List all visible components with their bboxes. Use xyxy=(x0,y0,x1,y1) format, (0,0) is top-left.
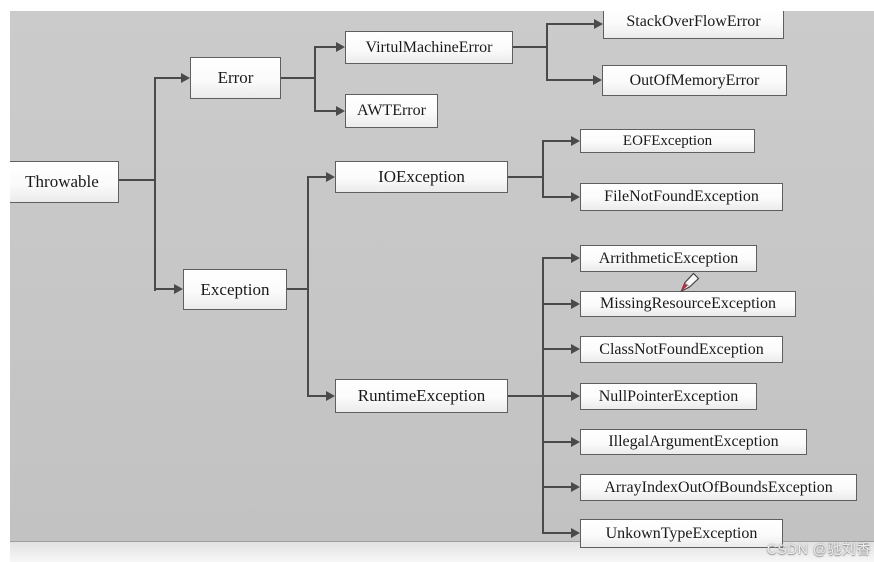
node-error: Error xyxy=(190,57,281,99)
arrowhead xyxy=(336,42,345,52)
connector-line xyxy=(156,77,181,79)
connector-line xyxy=(544,441,571,443)
arrowhead xyxy=(594,19,603,29)
node-exception: Exception xyxy=(183,269,287,310)
top-white-band xyxy=(0,0,874,11)
connector-line xyxy=(546,23,548,81)
connector-line xyxy=(316,46,336,48)
arrowhead xyxy=(326,172,335,182)
connector-line xyxy=(309,395,326,397)
arrowhead xyxy=(174,284,183,294)
node-awt-error: AWTError xyxy=(345,94,438,128)
arrowhead xyxy=(571,136,580,146)
connector-line xyxy=(508,176,544,178)
connector-line xyxy=(156,288,174,290)
arrowhead xyxy=(326,391,335,401)
node-arrithmetic-exception: ArrithmeticException xyxy=(580,245,757,272)
connector-line xyxy=(544,395,571,397)
node-virtul-machine-error: VirtulMachineError xyxy=(345,31,513,64)
connector-line xyxy=(544,303,571,305)
node-file-not-found-exception: FileNotFoundException xyxy=(580,183,783,211)
arrowhead xyxy=(571,253,580,263)
arrowhead xyxy=(593,75,602,85)
connector-line xyxy=(309,176,326,178)
connector-line xyxy=(154,77,156,291)
connector-line xyxy=(542,257,544,534)
connector-line xyxy=(314,46,316,112)
connector-line xyxy=(542,140,544,198)
connector-line xyxy=(508,395,544,397)
arrowhead xyxy=(571,299,580,309)
node-illegal-argument-exception: IllegalArgumentException xyxy=(580,429,807,455)
node-eof-exception: EOFException xyxy=(580,129,755,153)
connector-line xyxy=(307,176,309,397)
left-white-band xyxy=(0,0,10,562)
node-class-not-found-exception: ClassNotFoundException xyxy=(580,336,783,363)
connector-line xyxy=(316,110,336,112)
arrowhead xyxy=(181,73,190,83)
connector-line xyxy=(513,46,547,48)
node-runtime-exception: RuntimeException xyxy=(335,379,508,413)
connector-line xyxy=(544,257,571,259)
arrowhead xyxy=(571,344,580,354)
arrowhead xyxy=(571,192,580,202)
connector-line xyxy=(548,23,594,25)
node-null-pointer-exception: NullPointerException xyxy=(580,383,757,410)
connector-line xyxy=(544,196,571,198)
arrowhead xyxy=(571,528,580,538)
connector-line xyxy=(544,532,571,534)
connector-line xyxy=(281,77,315,79)
node-out-of-memory-error: OutOfMemoryError xyxy=(602,65,787,96)
node-unkown-type-exception: UnkownTypeException xyxy=(580,519,783,548)
connector-line xyxy=(544,140,571,142)
connector-line xyxy=(119,179,155,181)
node-throwable: Throwable xyxy=(5,161,119,203)
connector-line xyxy=(287,288,309,290)
watermark-text: CSDN @驰刘香 xyxy=(766,541,871,557)
pen-cursor-icon xyxy=(680,272,700,293)
node-array-index-out-of-bounds-exception: ArrayIndexOutOfBoundsException xyxy=(580,474,857,501)
arrowhead xyxy=(571,391,580,401)
node-missing-resource-exception: MissingResourceException xyxy=(580,291,796,317)
connector-line xyxy=(544,348,571,350)
connector-line xyxy=(544,486,571,488)
connector-line xyxy=(548,79,593,81)
node-io-exception: IOException xyxy=(335,161,508,193)
arrowhead xyxy=(571,482,580,492)
arrowhead xyxy=(336,106,345,116)
arrowhead xyxy=(571,437,580,447)
